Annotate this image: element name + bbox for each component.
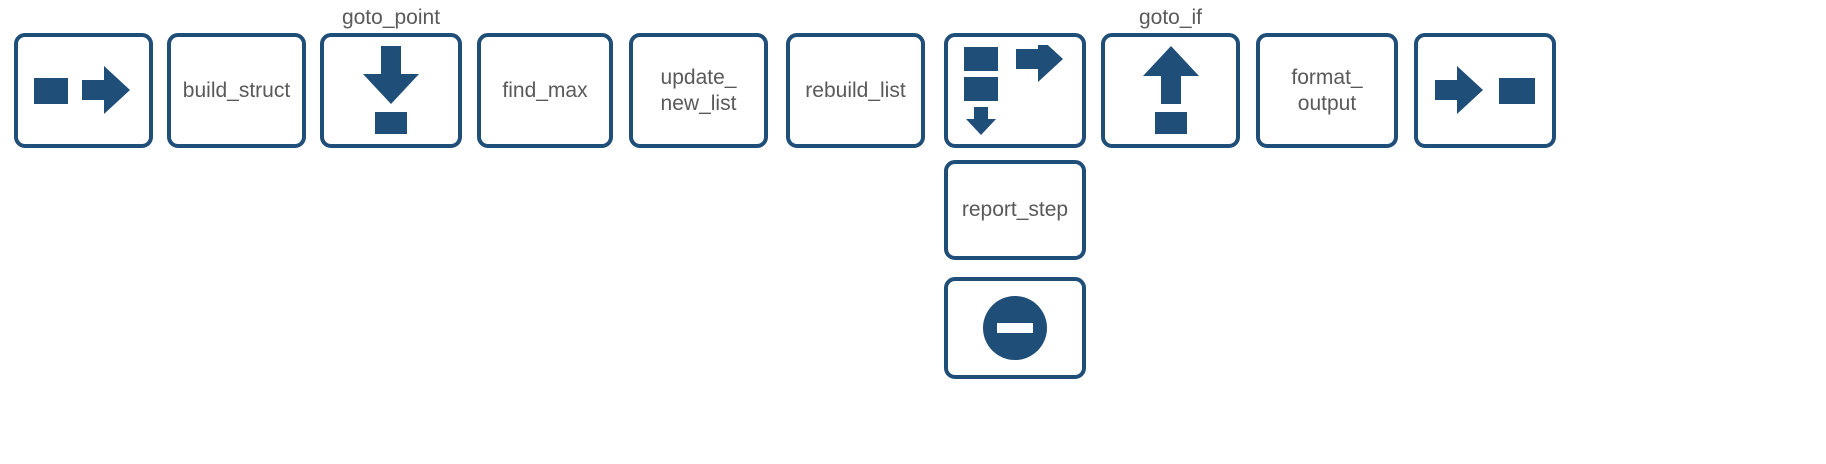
palette-node-label: rebuild_list: [805, 78, 906, 102]
palette-node[interactable]: [320, 33, 462, 148]
palette-node-label: update_ new_list: [660, 65, 737, 115]
two-squares-arrow-right-arrow-down-icon: [964, 44, 1066, 137]
palette-node[interactable]: format_ output: [1256, 33, 1398, 148]
palette-node[interactable]: update_ new_list: [629, 33, 768, 148]
palette-node[interactable]: find_max: [477, 33, 613, 148]
square-to-arrow-right-icon: [33, 56, 134, 126]
palette-node[interactable]: [1101, 33, 1240, 148]
palette-node[interactable]: rebuild_list: [786, 33, 925, 148]
palette-node-label: find_max: [502, 78, 588, 102]
palette-node[interactable]: [944, 33, 1086, 148]
palette-node[interactable]: report_step: [944, 160, 1086, 260]
palette-node-label: format_ output: [1291, 65, 1363, 115]
palette-node[interactable]: [944, 277, 1086, 379]
node-external-label: goto_point: [341, 6, 441, 29]
arrow-down-to-square-icon: [355, 45, 427, 136]
palette-node[interactable]: [1414, 33, 1556, 148]
palette-node-label: report_step: [961, 198, 1069, 221]
palette-node[interactable]: [14, 33, 153, 148]
arrow-right-to-square-icon: [1435, 56, 1535, 126]
palette-node-label: build_struct: [182, 78, 291, 102]
circle-minus-icon: [983, 296, 1047, 360]
node-external-label: goto_if: [1138, 6, 1203, 29]
arrow-up-from-square-icon: [1135, 45, 1207, 136]
palette-node[interactable]: build_struct: [167, 33, 306, 148]
